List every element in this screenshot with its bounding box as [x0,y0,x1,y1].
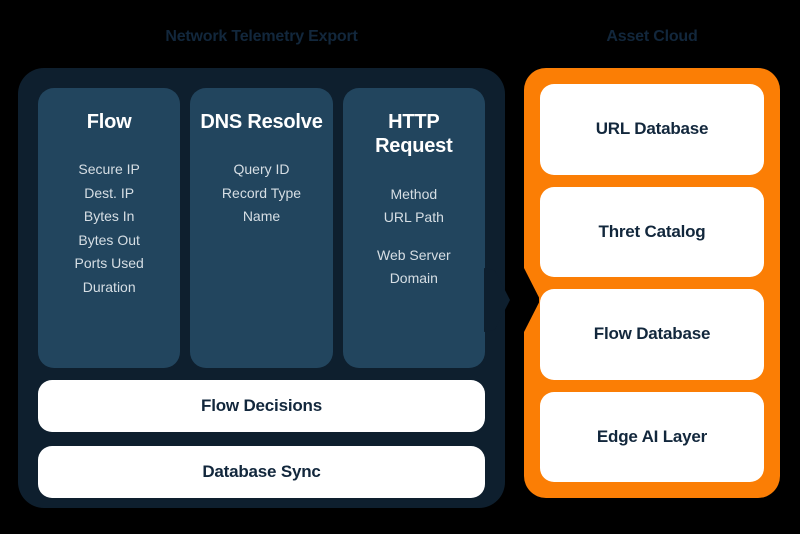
list-item: URL Path [383,209,444,226]
network-telemetry-export-panel: Flow Secure IP Dest. IP Bytes In Bytes O… [18,68,505,508]
telemetry-card-row: Flow Secure IP Dest. IP Bytes In Bytes O… [38,88,485,368]
list-item: Web Server [376,246,451,263]
list-item: Duration [82,278,136,295]
url-database-card[interactable]: URL Database [540,84,764,175]
list-item: Name [242,208,281,225]
http-request-card-list: Method URL Path Web Server Domain [351,183,477,291]
dns-resolve-card-list: Query ID Record Type Name [198,158,324,229]
list-item: Domain [389,270,438,287]
list-item: Secure IP [78,161,140,178]
database-sync-bar[interactable]: Database Sync [38,446,485,498]
flow-decisions-bar[interactable]: Flow Decisions [38,380,485,432]
flow-database-card[interactable]: Flow Database [540,289,764,380]
asset-card-stack: URL Database Thret Catalog Flow Database… [540,84,764,482]
flow-card-title: Flow [86,111,132,133]
thret-catalog-card[interactable]: Thret Catalog [540,186,764,277]
list-item: Bytes Out [78,231,140,248]
asset-cloud-panel: URL Database Thret Catalog Flow Database… [524,68,780,498]
right-panel-title: Asset Cloud [606,28,698,45]
http-request-card-title: HTTP Request [375,111,453,158]
list-item: Query ID [233,161,290,178]
http-request-card[interactable]: HTTP Request Method URL Path Web Server … [342,88,485,368]
list-item: Ports Used [74,255,144,272]
flow-card[interactable]: Flow Secure IP Dest. IP Bytes In Bytes O… [38,88,181,368]
telemetry-bar-stack: Flow Decisions Database Sync [38,380,485,498]
dns-resolve-card-title: DNS Resolve [200,111,323,133]
arrow-right-icon [484,268,510,332]
list-item: Method [390,185,438,202]
list-item: Dest. IP [84,184,135,201]
dns-resolve-card[interactable]: DNS Resolve Query ID Record Type Name [190,88,333,368]
list-item: Bytes In [83,208,135,225]
flow-card-list: Secure IP Dest. IP Bytes In Bytes Out Po… [46,158,172,299]
left-panel-title: Network Telemetry Export [165,28,358,45]
list-item: Record Type [221,184,302,201]
edge-ai-layer-card[interactable]: Edge AI Layer [540,391,764,482]
